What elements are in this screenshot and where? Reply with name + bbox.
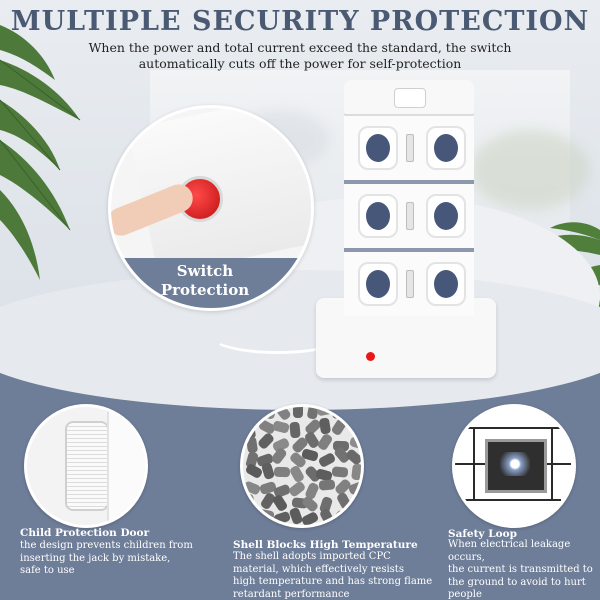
circuit-trace [465, 427, 561, 429]
outlet-icon [426, 126, 466, 170]
pellet [288, 507, 304, 525]
page-subtitle: When the power and total current exceed … [60, 40, 540, 72]
pellet [316, 432, 334, 452]
tower-module [344, 252, 474, 316]
outlet-icon [426, 194, 466, 238]
switch-detail-circle [108, 105, 314, 311]
feature-description: the design prevents children from insert… [20, 540, 210, 578]
feature-title: Safety Loop [448, 528, 517, 540]
chip-icon [485, 439, 547, 493]
socket-side-icon [107, 407, 145, 525]
feature-line: When electrical leakage occurs, [448, 539, 571, 563]
switch-label-band [111, 258, 311, 308]
pellet [273, 467, 291, 478]
pellet [331, 407, 349, 419]
pellet [317, 451, 337, 469]
feature-line: retardant performance [233, 588, 350, 600]
subtitle-line: automatically cuts off the power for sel… [138, 56, 462, 71]
plant-left-icon [0, 25, 81, 280]
pellet [350, 463, 361, 481]
cap-button-icon [394, 88, 426, 108]
pellet [273, 407, 292, 422]
feature-line: the current is transmitted to [448, 564, 593, 575]
switch-led-icon [406, 270, 414, 298]
circuit-trace [455, 463, 485, 465]
switch-label-line: Protection [160, 281, 250, 299]
pellet [318, 479, 336, 492]
page-title: MULTIPLE SECURITY PROTECTION [10, 6, 590, 37]
circuit-trace [541, 463, 571, 465]
pellet [260, 461, 275, 480]
pellet [289, 421, 302, 439]
pellet [318, 417, 332, 436]
feature-line: inserting the jack by mistake, [20, 552, 171, 564]
cpc-pellets-icon [240, 404, 364, 528]
background-blur [470, 130, 590, 210]
feature-description: The shell adopts imported CPC material, … [233, 551, 433, 600]
door-icon [65, 421, 109, 511]
outlet-icon [358, 126, 398, 170]
feature-line: The shell adopts imported CPC [233, 551, 391, 562]
circuit-chip-icon [452, 404, 576, 528]
feature-title: Shell Blocks High Temperature [233, 539, 418, 551]
pellet [331, 466, 349, 478]
pellet [272, 420, 291, 434]
tower-cap [344, 80, 474, 116]
pellet [292, 407, 303, 419]
outlet-icon [358, 262, 398, 306]
switch-led-icon [406, 134, 414, 162]
pellet [272, 511, 291, 525]
feature-description: When electrical leakage occurs, the curr… [448, 539, 598, 600]
feature-line: high temperature and has strong flame [233, 576, 433, 587]
pellet [271, 493, 289, 513]
feature-line: the ground to avoid to hurt people [448, 576, 586, 600]
pellet [300, 511, 320, 525]
tower-module [344, 116, 474, 184]
pellet [256, 432, 275, 451]
circuit-trace [465, 499, 561, 501]
feature-line: safe to use [20, 565, 75, 576]
feature-line: material, which effectively resists [233, 563, 404, 575]
pellet [288, 465, 305, 484]
outlet-icon [426, 262, 466, 306]
child-protection-door-icon [24, 404, 148, 528]
feature-title: Child Protection Door [20, 527, 150, 539]
power-tower [344, 80, 474, 350]
pellet [330, 418, 348, 437]
pellet [270, 446, 288, 466]
feature-line: the design prevents children from [20, 540, 193, 551]
subtitle-line: When the power and total current exceed … [88, 40, 512, 55]
outlet-icon [358, 194, 398, 238]
power-indicator-icon [366, 352, 375, 361]
pellet [287, 480, 307, 499]
switch-led-icon [406, 202, 414, 230]
switch-label-line: Switch [176, 262, 234, 280]
switch-protection-label: Switch Protection [145, 262, 265, 300]
tower-module [344, 184, 474, 252]
pellet [300, 494, 320, 514]
